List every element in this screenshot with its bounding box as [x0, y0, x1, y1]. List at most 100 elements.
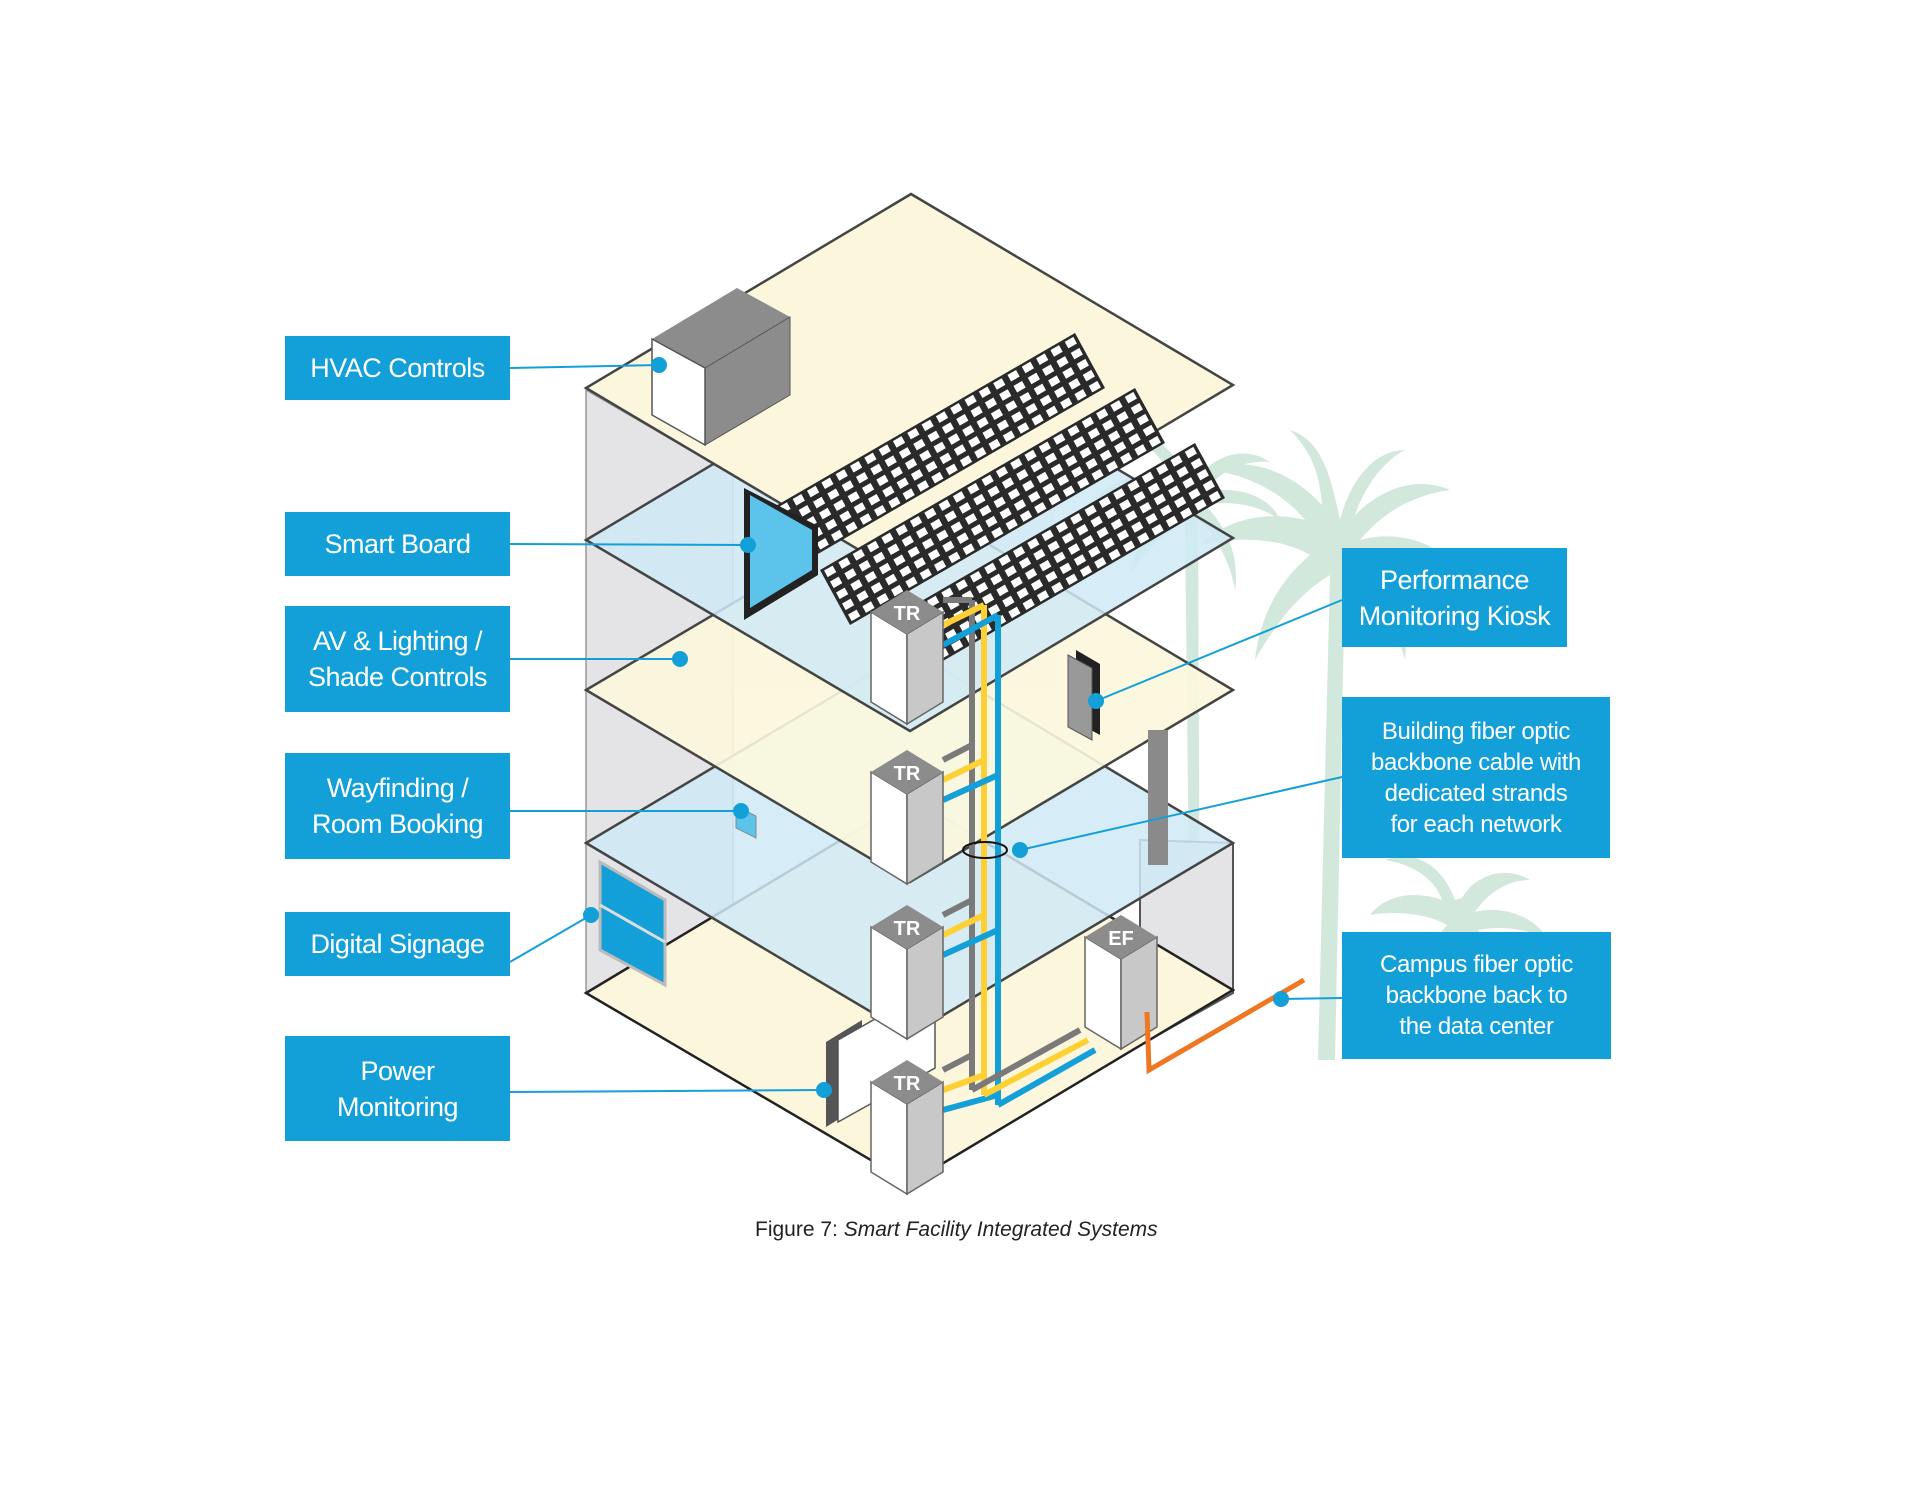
- solar-cell: [987, 603, 1001, 616]
- solar-cell: [885, 573, 898, 586]
- solar-panel: [760, 333, 1105, 570]
- solar-cell: [1084, 504, 1097, 517]
- rack-label: EF: [1108, 928, 1134, 950]
- solar-cell: [1060, 397, 1073, 409]
- solar-cell: [1153, 493, 1166, 506]
- solar-cell: [910, 469, 924, 481]
- solar-cell: [879, 562, 892, 575]
- solar-cell: [1073, 435, 1086, 448]
- label-hvac-controls: HVAC Controls: [285, 336, 510, 400]
- solar-cell: [1008, 606, 1021, 619]
- solar-cell: [933, 441, 946, 454]
- solar-cell: [962, 425, 975, 437]
- solar-cell: [991, 526, 1004, 539]
- solar-cell: [962, 543, 975, 555]
- solar-cell: [1041, 529, 1054, 542]
- solar-cell: [984, 562, 997, 575]
- solar-cell: [1024, 449, 1037, 462]
- solar-cell: [1030, 579, 1044, 591]
- solar-cell: [1042, 364, 1055, 376]
- solar-cell: [1028, 491, 1041, 503]
- solar-cell: [985, 515, 998, 528]
- solar-cell: [1120, 452, 1133, 464]
- label-performance-kiosk: Performance Monitoring Kiosk: [1342, 548, 1567, 647]
- solar-cell: [867, 540, 880, 553]
- solar-cell: [1005, 518, 1018, 531]
- solar-cell: [974, 447, 987, 459]
- solar-cell: [996, 419, 1010, 432]
- solar-cell: [1102, 537, 1115, 550]
- solar-cell: [1056, 474, 1070, 487]
- solar-cell: [1099, 449, 1112, 462]
- solar-cell: [1108, 548, 1121, 561]
- solar-cell: [975, 581, 989, 594]
- solar-cell: [1064, 336, 1077, 349]
- solar-cell: [959, 620, 972, 633]
- smart-board: [744, 488, 818, 620]
- digital-signage-callout-dot: [583, 907, 599, 923]
- solar-cell: [1065, 455, 1078, 467]
- solar-cell: [1096, 526, 1109, 539]
- solar-cell: [958, 502, 972, 514]
- solar-cell: [1127, 479, 1140, 492]
- solar-cell: [1113, 488, 1126, 500]
- solar-cell: [849, 460, 863, 473]
- solar-cell: [1170, 455, 1183, 467]
- solar-cell: [870, 463, 883, 476]
- solar-cell: [999, 507, 1012, 520]
- solar-cell: [848, 609, 861, 622]
- solar-cell: [1162, 474, 1175, 486]
- solar-cell: [1007, 488, 1021, 500]
- solar-cell: [890, 466, 903, 478]
- figure-caption: Figure 7: Smart Facility Integrated Syst…: [755, 1218, 1158, 1242]
- entrance-facility-rack: EF: [1084, 915, 1158, 1051]
- solar-cell: [979, 504, 992, 517]
- solar-cell: [905, 576, 918, 589]
- solar-cell: [1053, 433, 1066, 445]
- label-building-fiber: Building fiber optic backbone cable with…: [1342, 697, 1610, 858]
- solar-cell: [898, 447, 912, 459]
- solar-cell: [1196, 468, 1209, 481]
- solar-cell: [998, 554, 1011, 566]
- telecom-room-rack: TR: [870, 905, 944, 1041]
- solar-cell: [1108, 430, 1121, 442]
- solar-cell: [862, 601, 875, 613]
- solar-cell: [1194, 499, 1207, 511]
- label-av-lighting-shade: AV & Lighting / Shade Controls: [285, 606, 510, 712]
- solar-cell: [1051, 581, 1064, 594]
- solar-cell: [1076, 358, 1089, 371]
- solar-cell: [1053, 551, 1066, 564]
- solar-cell: [1059, 562, 1072, 575]
- solar-cell: [1091, 468, 1104, 481]
- fiber-bundle-ring: [962, 841, 1008, 859]
- solar-cell: [916, 480, 930, 492]
- solar-cell: [1019, 510, 1033, 522]
- solar-cell: [919, 568, 932, 580]
- solar-cell: [921, 419, 934, 432]
- solar-cell: [833, 499, 846, 512]
- solar-cell: [824, 565, 837, 578]
- solar-cell: [948, 551, 961, 564]
- hvac-unit: [651, 288, 791, 447]
- solar-cell: [864, 452, 877, 465]
- solar-cell: [909, 515, 923, 528]
- solar-cell: [1017, 422, 1030, 434]
- solar-cell: [1067, 424, 1080, 437]
- solar-cell: [981, 474, 994, 487]
- solar-cell: [1124, 391, 1137, 404]
- solar-cell: [858, 560, 871, 572]
- solar-cell: [1059, 444, 1072, 456]
- solar-cell: [1098, 496, 1112, 509]
- solar-cell: [1039, 394, 1052, 407]
- solar-cell: [938, 499, 951, 511]
- solar-cell: [913, 557, 926, 569]
- solar-cell: [876, 593, 889, 605]
- solar-cell: [893, 554, 906, 567]
- campus-fiber-cable: [1144, 977, 1306, 1075]
- solar-cell: [855, 471, 869, 484]
- solar-cell: [1079, 446, 1092, 459]
- solar-cell: [1036, 353, 1049, 365]
- solar-cell: [1055, 521, 1069, 533]
- solar-cell: [902, 488, 915, 500]
